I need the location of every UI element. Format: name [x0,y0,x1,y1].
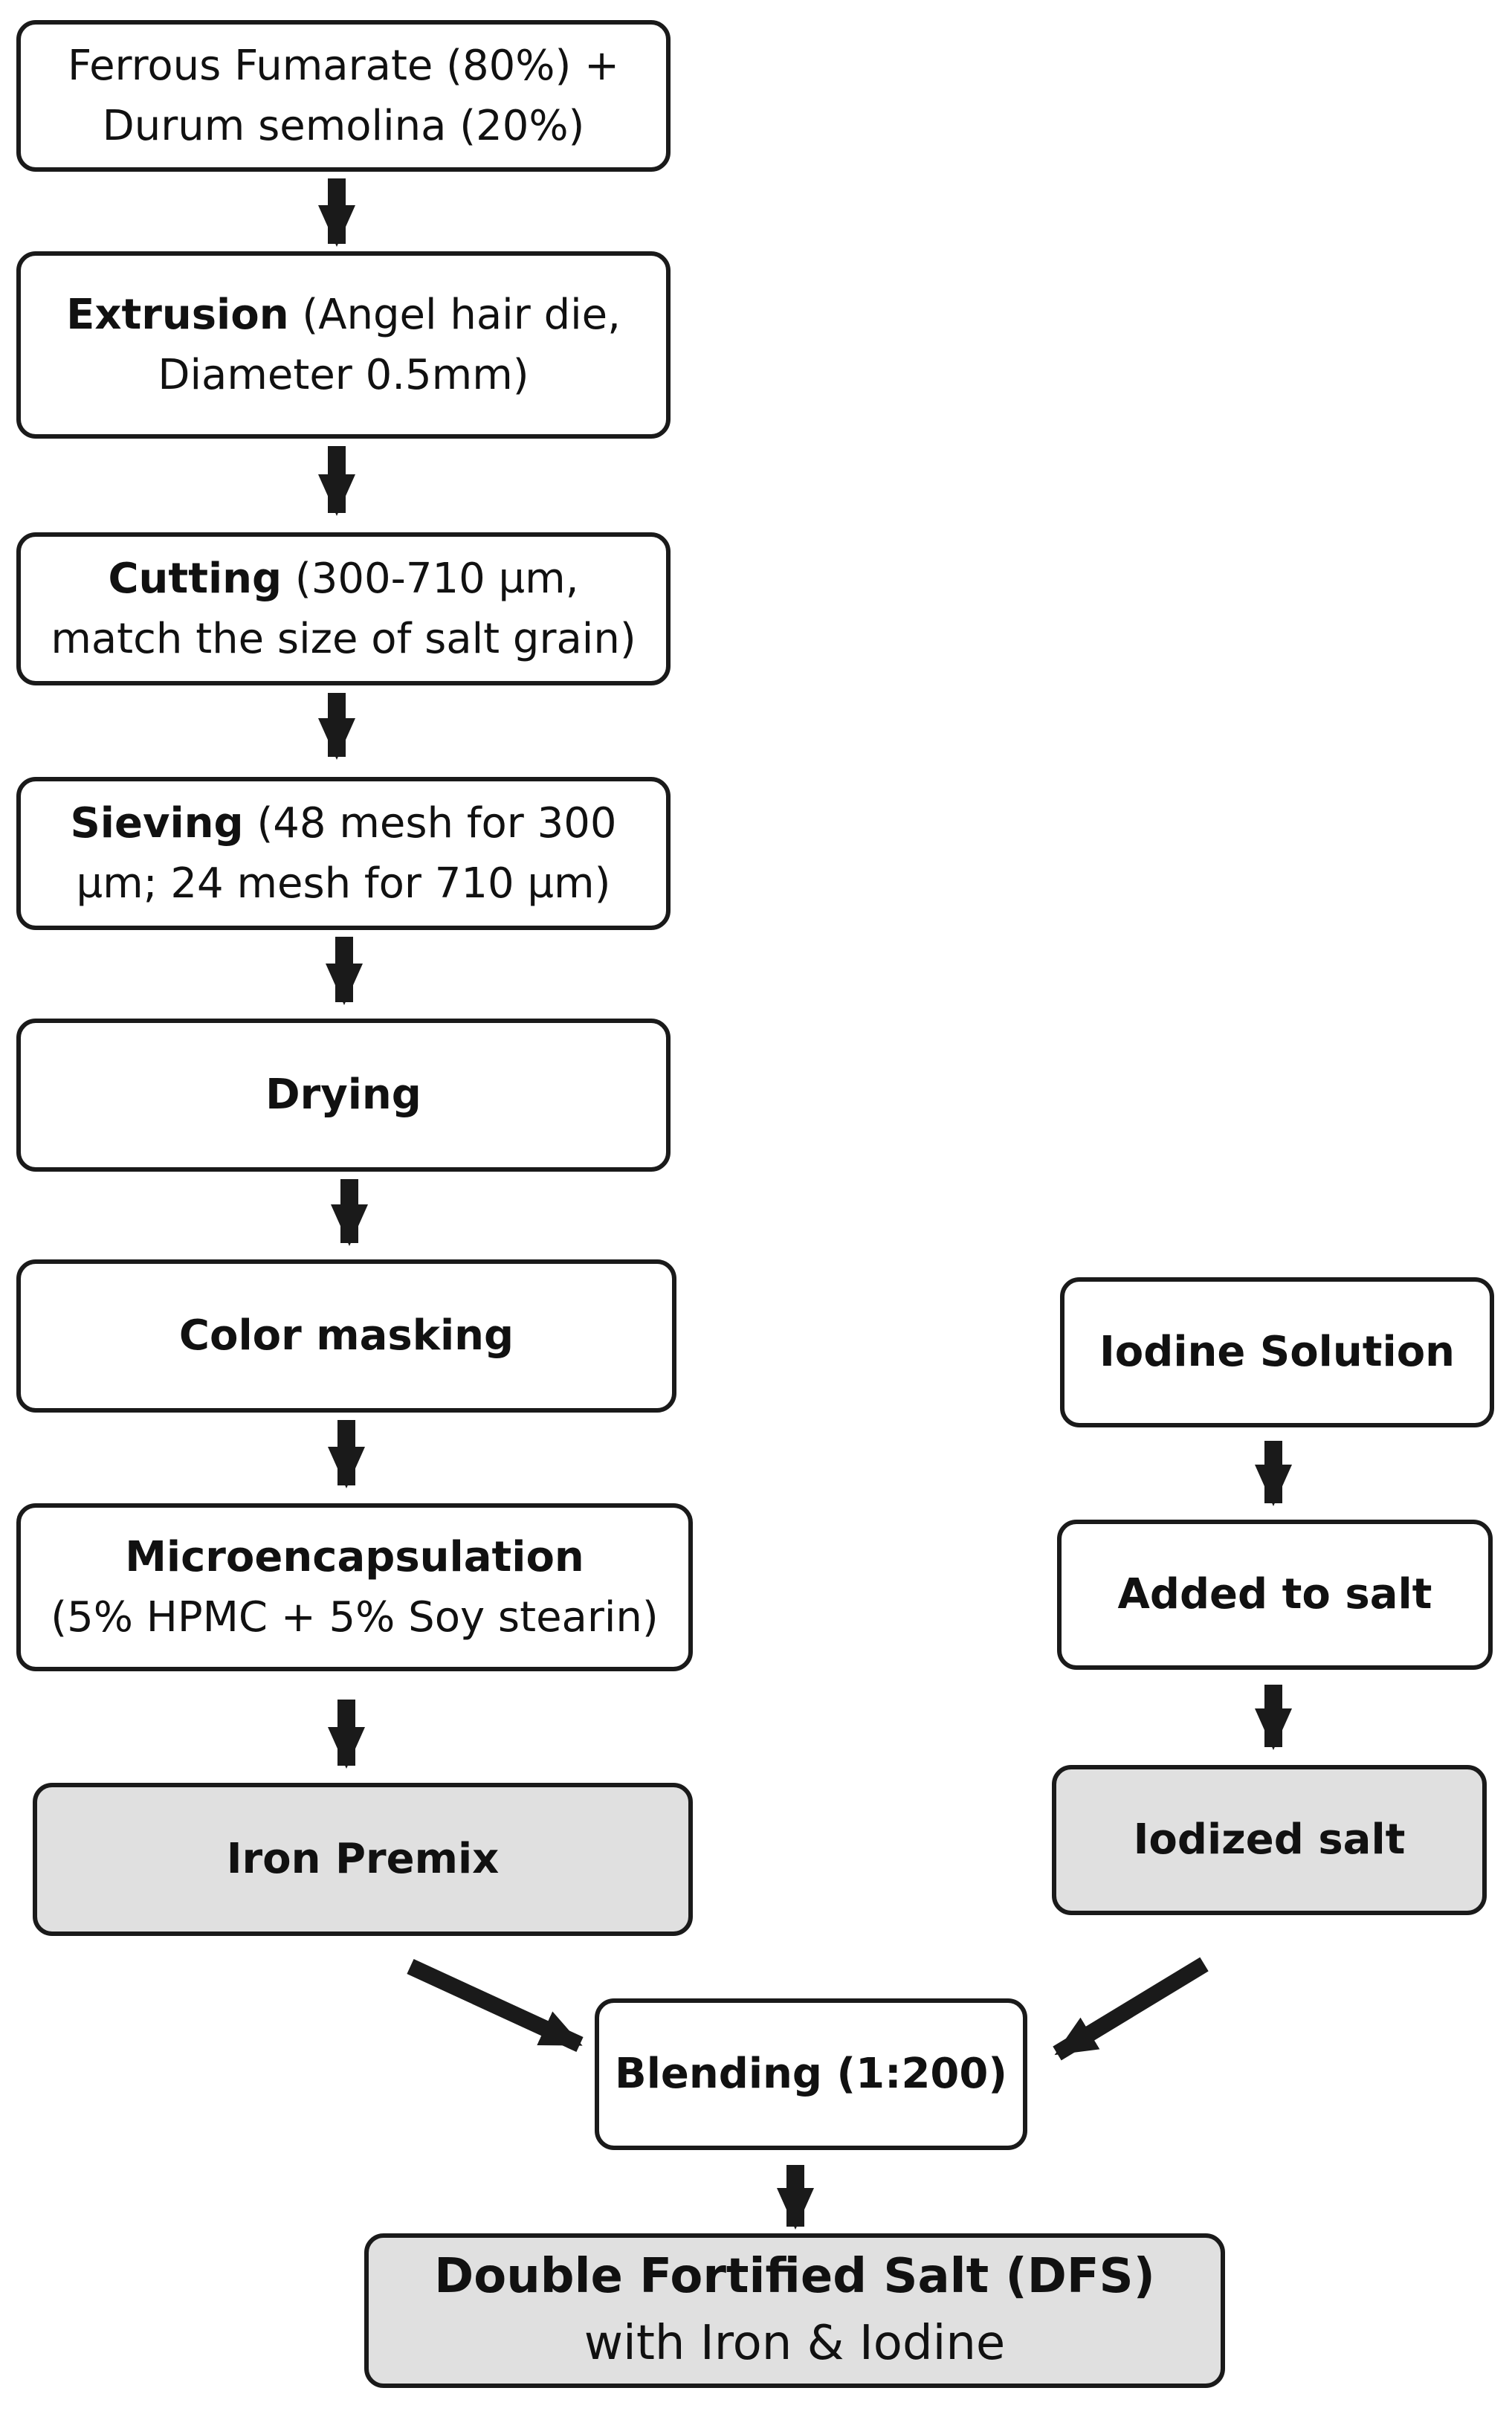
drying-label: Drying [265,1071,421,1120]
cutting-line1: Cutting (300-710 µm, [108,549,578,609]
dfs-subtitle: with Iron & Iodine [584,2316,1006,2371]
color-masking-label: Color masking [178,1311,514,1361]
sieving-line1: Sieving (48 mesh for 300 [70,793,616,853]
iodine-solution-label: Iodine Solution [1099,1328,1456,1377]
sieving-line2: µm; 24 mesh for 710 µm) [76,859,611,908]
added-to-salt-label: Added to salt [1117,1570,1432,1619]
arrow-iodized-to-blending [1053,1957,1209,2061]
raw-materials-box: Ferrous Fumarate (80%) + Durum semolina … [16,20,671,172]
cutting-detail: (300-710 µm, [282,554,579,603]
sieving-box: Sieving (48 mesh for 300 µm; 24 mesh for… [16,777,671,930]
microencapsulation-label: Microencapsulation [125,1532,584,1581]
cutting-title: Cutting [108,554,282,603]
cutting-box: Cutting (300-710 µm, match the size of s… [16,532,671,685]
iodized-salt-label: Iodized salt [1133,1816,1406,1865]
raw-materials-line1: Ferrous Fumarate (80%) + [67,41,620,90]
cutting-line2: match the size of salt grain) [51,615,636,663]
extrusion-detail: (Angel hair die, [288,290,621,339]
extrusion-title: Extrusion [66,290,289,339]
arrow-iron-premix-to-blending [407,1959,584,2052]
iodized-salt-box: Iodized salt [1052,1765,1487,1915]
extrusion-box: Extrusion (Angel hair die, Diameter 0.5m… [16,251,671,439]
dfs-box: Double Fortified Salt (DFS) with Iron & … [364,2233,1225,2388]
color-masking-box: Color masking [16,1259,676,1413]
sieving-title: Sieving [70,798,244,848]
microencapsulation-box: Microencapsulation (5% HPMC + 5% Soy ste… [16,1503,693,1671]
dfs-title: Double Fortified Salt (DFS) [434,2249,1155,2305]
added-to-salt-box: Added to salt [1057,1520,1493,1670]
iron-premix-label: Iron Premix [226,1835,500,1884]
raw-materials-line2: Durum semolina (20%) [102,102,585,150]
sieving-detail: (48 mesh for 300 [243,798,617,848]
extrusion-line2: Diameter 0.5mm) [158,351,529,399]
extrusion-line1: Extrusion (Angel hair die, [66,285,621,345]
iodine-solution-box: Iodine Solution [1060,1277,1494,1427]
iron-premix-box: Iron Premix [33,1783,693,1936]
blending-label: Blending (1:200) [615,2050,1007,2099]
microencapsulation-detail: (5% HPMC + 5% Soy stearin) [51,1593,659,1642]
blending-box: Blending (1:200) [595,1998,1027,2150]
drying-box: Drying [16,1019,671,1172]
